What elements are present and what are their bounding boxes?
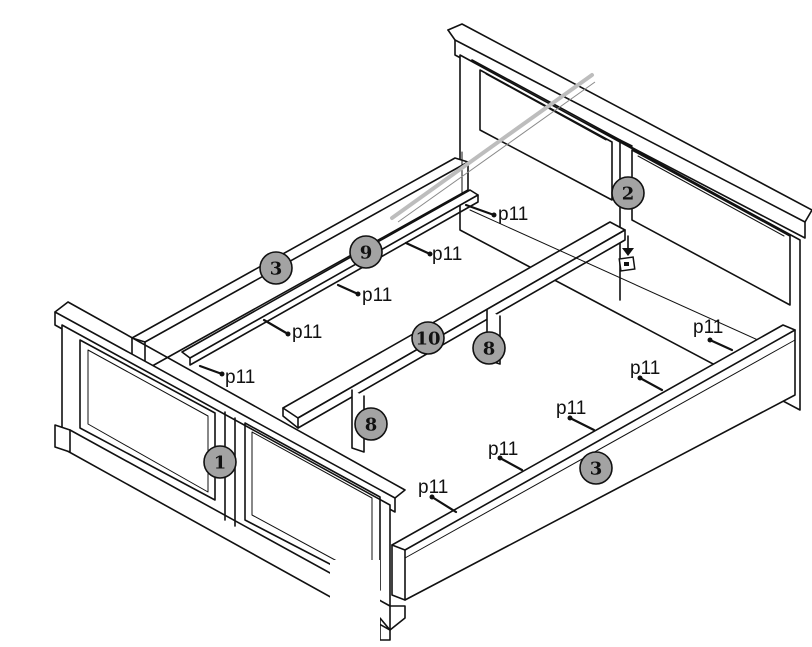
screw-label: p11 — [630, 358, 660, 379]
callout-part: 1 — [203, 445, 237, 479]
screw-icon — [464, 203, 497, 218]
blank-area — [330, 560, 380, 647]
screw-icon — [198, 364, 225, 377]
screw-icon — [637, 375, 664, 392]
callout-part: 2 — [611, 176, 645, 210]
svg-text:9: 9 — [360, 243, 373, 264]
callout-part: 3 — [579, 451, 613, 485]
screw-icon — [707, 337, 734, 352]
callout-part: 8 — [354, 407, 388, 441]
svg-text:2: 2 — [622, 184, 635, 205]
screw-icon — [429, 494, 458, 514]
screw-label: p11 — [432, 244, 462, 265]
svg-text:1: 1 — [214, 453, 227, 474]
callout-part: 3 — [259, 251, 293, 285]
screw-icon — [497, 455, 524, 472]
center-beam-10 — [282, 221, 626, 429]
svg-text:10: 10 — [415, 329, 440, 350]
svg-text:3: 3 — [270, 259, 283, 280]
callout-part: 8 — [472, 331, 506, 365]
screw-icon — [336, 283, 361, 297]
screw-label: p11 — [556, 398, 586, 419]
svg-text:8: 8 — [483, 339, 496, 360]
screw-label: p11 — [292, 322, 322, 343]
svg-text:3: 3 — [590, 459, 603, 480]
screw-label: p11 — [418, 477, 448, 498]
callout-part: 9 — [349, 235, 383, 269]
screw-label: p11 — [498, 204, 528, 225]
screw-icon — [404, 241, 433, 257]
svg-text:8: 8 — [365, 415, 378, 436]
inner-edge — [469, 209, 781, 351]
screw-label: p11 — [693, 317, 723, 338]
callout-part: 10 — [411, 321, 445, 355]
screw-icon — [262, 318, 291, 337]
pointer-lines — [390, 73, 596, 223]
screw-label: p11 — [488, 439, 518, 460]
screw-label: p11 — [225, 367, 255, 388]
screw-icon — [567, 415, 596, 432]
screw-label: p11 — [362, 285, 392, 306]
headboard — [447, 23, 812, 411]
arrow-indicator-icon — [618, 235, 636, 272]
